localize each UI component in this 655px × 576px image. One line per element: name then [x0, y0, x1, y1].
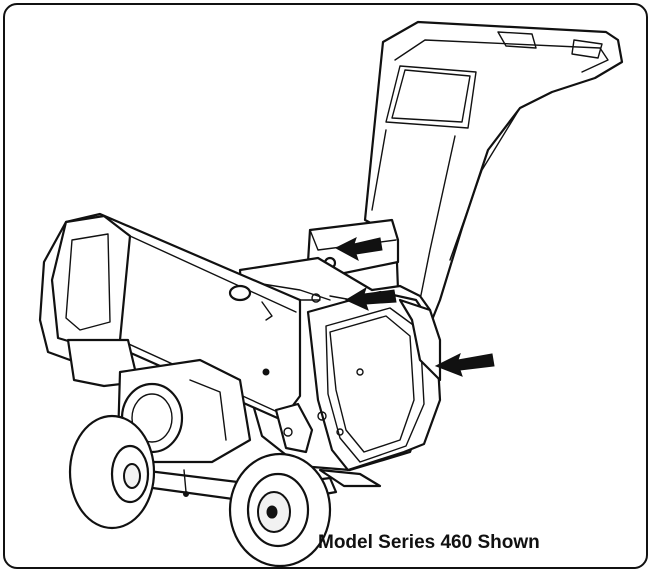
shredder-hopper	[363, 20, 624, 332]
callout-arrow-door	[434, 353, 495, 377]
callout-arrow-latch	[344, 286, 397, 311]
discharge-door	[306, 290, 442, 472]
left-wheel	[68, 414, 156, 530]
chute-handle	[228, 284, 273, 321]
right-wheel	[228, 452, 332, 568]
figure-caption: Model Series 460 Shown	[318, 532, 540, 553]
callout-arrow-hinge	[334, 237, 383, 262]
